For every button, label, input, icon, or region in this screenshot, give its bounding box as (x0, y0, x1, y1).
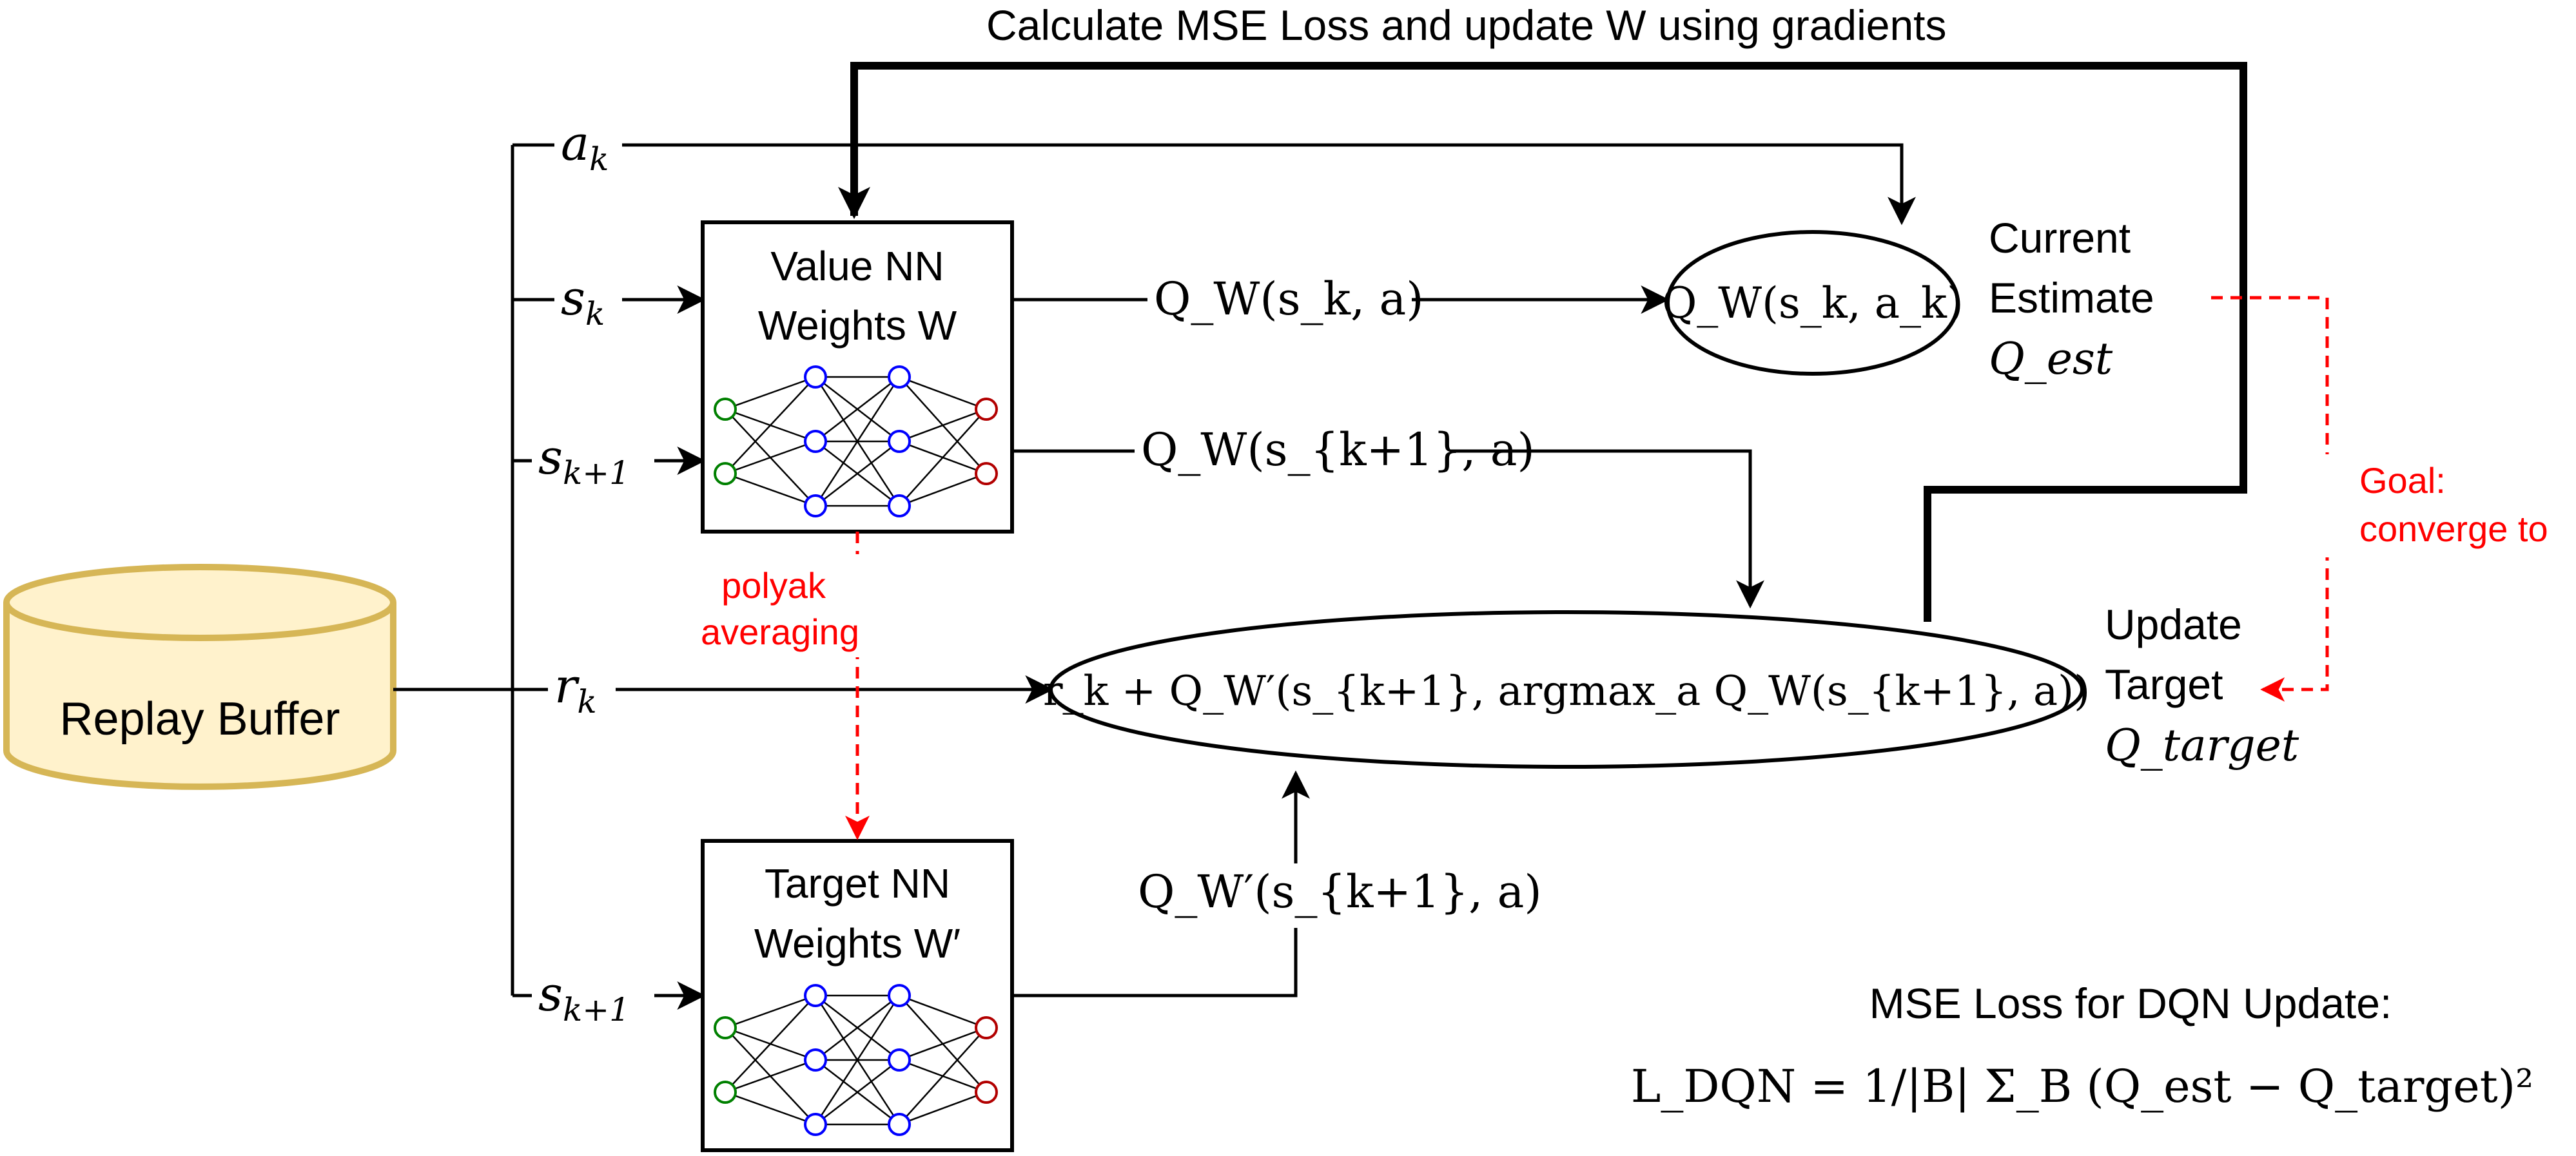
current-estimate-formula: Q_W(s_k, a_k) (1662, 278, 1964, 328)
nn-edge (899, 472, 987, 507)
value-nn-box: Value NN Weights W (701, 220, 1014, 534)
nn-edge (899, 408, 987, 443)
nn-edge (725, 995, 816, 1093)
nn-node (804, 365, 827, 389)
nn-edge (725, 1059, 816, 1093)
nn-edge (814, 376, 901, 506)
value-nn-weights: Weights W (758, 302, 957, 349)
goal-arrow: Goal: converge to (2211, 296, 2576, 702)
nn-node (888, 365, 911, 389)
diagram-title-text: Calculate MSE Loss and update W using gr… (986, 1, 1947, 49)
nn-node (888, 494, 911, 517)
target-nn-title: Target NN (765, 860, 950, 907)
nn-edge (725, 472, 816, 507)
mse-title: MSE Loss for DQN Update: (1869, 979, 2392, 1027)
update-target-label-2: Target (2105, 660, 2223, 708)
nn-edge (725, 1091, 816, 1126)
label-r-k: rk (554, 659, 597, 720)
nn-edge (725, 994, 816, 1029)
nn-node (714, 1081, 737, 1104)
goal-label-2: converge to (2359, 508, 2548, 549)
edge-label-qw-sk1: Q_W(s_{k+1}, a) (1141, 423, 1535, 476)
target-nn-network-icon (714, 984, 998, 1136)
current-estimate-symbol: Q_est (1989, 334, 2113, 385)
diagram-title: Calculate MSE Loss and update W using gr… (986, 1, 1947, 49)
label-s-k1-top: sk+1 (538, 430, 630, 492)
replay-buffer-label: Replay Buffer (60, 693, 340, 745)
current-estimate-label-2: Estimate (1989, 274, 2154, 322)
nn-node (975, 462, 998, 485)
target-nn-box: Target NN Weights W′ (701, 839, 1014, 1152)
nn-edge (725, 440, 816, 475)
current-estimate-label-1: Current (1989, 214, 2131, 262)
nn-node (975, 1081, 998, 1104)
update-target-formula: r_k + Q_W′(s_{k+1}, argmax_a Q_W(s_{k+1}… (1043, 668, 2090, 715)
input-labels: ak sk sk+1 rk sk+1 (532, 116, 654, 1028)
nn-node (888, 984, 911, 1007)
nn-edge (815, 995, 900, 1061)
nn-node (975, 1016, 998, 1039)
goal-label-1: Goal: (2359, 460, 2446, 501)
polyak-arrow: polyak averaging (701, 532, 880, 840)
label-a-k: ak (561, 116, 609, 178)
label-s-k1-bottom: sk+1 (538, 967, 630, 1028)
nn-edge (814, 995, 901, 1125)
mse-loss-block: MSE Loss for DQN Update: L_DQN = 1/|B| Σ… (1631, 979, 2533, 1113)
nn-edge (899, 409, 987, 506)
nn-edge (899, 1026, 987, 1061)
update-target-node: r_k + Q_W′(s_{k+1}, argmax_a Q_W(s_{k+1}… (1043, 610, 2090, 769)
polyak-label-1: polyak (721, 565, 826, 606)
nn-node (714, 462, 737, 485)
nn-node (714, 398, 737, 421)
nn-node (804, 984, 827, 1007)
update-target-label-1: Update (2105, 601, 2242, 648)
mse-formula: L_DQN = 1/|B| Σ_B (Q_est − Q_target)² (1631, 1060, 2533, 1113)
polyak-label-2: averaging (701, 612, 859, 652)
nn-edge (899, 1027, 987, 1125)
nn-node (888, 1113, 911, 1136)
nn-node (714, 1016, 737, 1039)
nn-edge (815, 1059, 900, 1125)
value-nn-network-icon (714, 365, 998, 517)
value-nn-title: Value NN (770, 243, 944, 289)
label-s-k: sk (561, 271, 605, 332)
nn-edge (899, 376, 987, 410)
nn-edge (725, 376, 816, 410)
current-estimate-node: Q_W(s_k, a_k) (1662, 230, 1964, 376)
update-target-symbol: Q_target (2105, 720, 2299, 771)
nn-edge (899, 994, 987, 1029)
nn-node (888, 430, 911, 453)
nn-edge (725, 376, 816, 474)
nn-node (804, 1113, 827, 1136)
edge-label-qwprime-sk1: Q_W′(s_{k+1}, a) (1138, 865, 1542, 918)
nn-node (804, 1048, 827, 1072)
nn-node (975, 398, 998, 421)
nn-node (888, 1048, 911, 1072)
nn-node (804, 430, 827, 453)
nn-edge (815, 441, 900, 506)
target-nn-weights: Weights W′ (754, 920, 961, 967)
edge-label-qw-sk: Q_W(s_k, a) (1154, 273, 1424, 325)
nn-node (804, 494, 827, 517)
gradient-loop (838, 62, 2247, 622)
nn-edge (815, 376, 900, 442)
target-output (1012, 770, 1310, 997)
replay-buffer: Replay Buffer (3, 564, 396, 790)
nn-edge (899, 1091, 987, 1126)
